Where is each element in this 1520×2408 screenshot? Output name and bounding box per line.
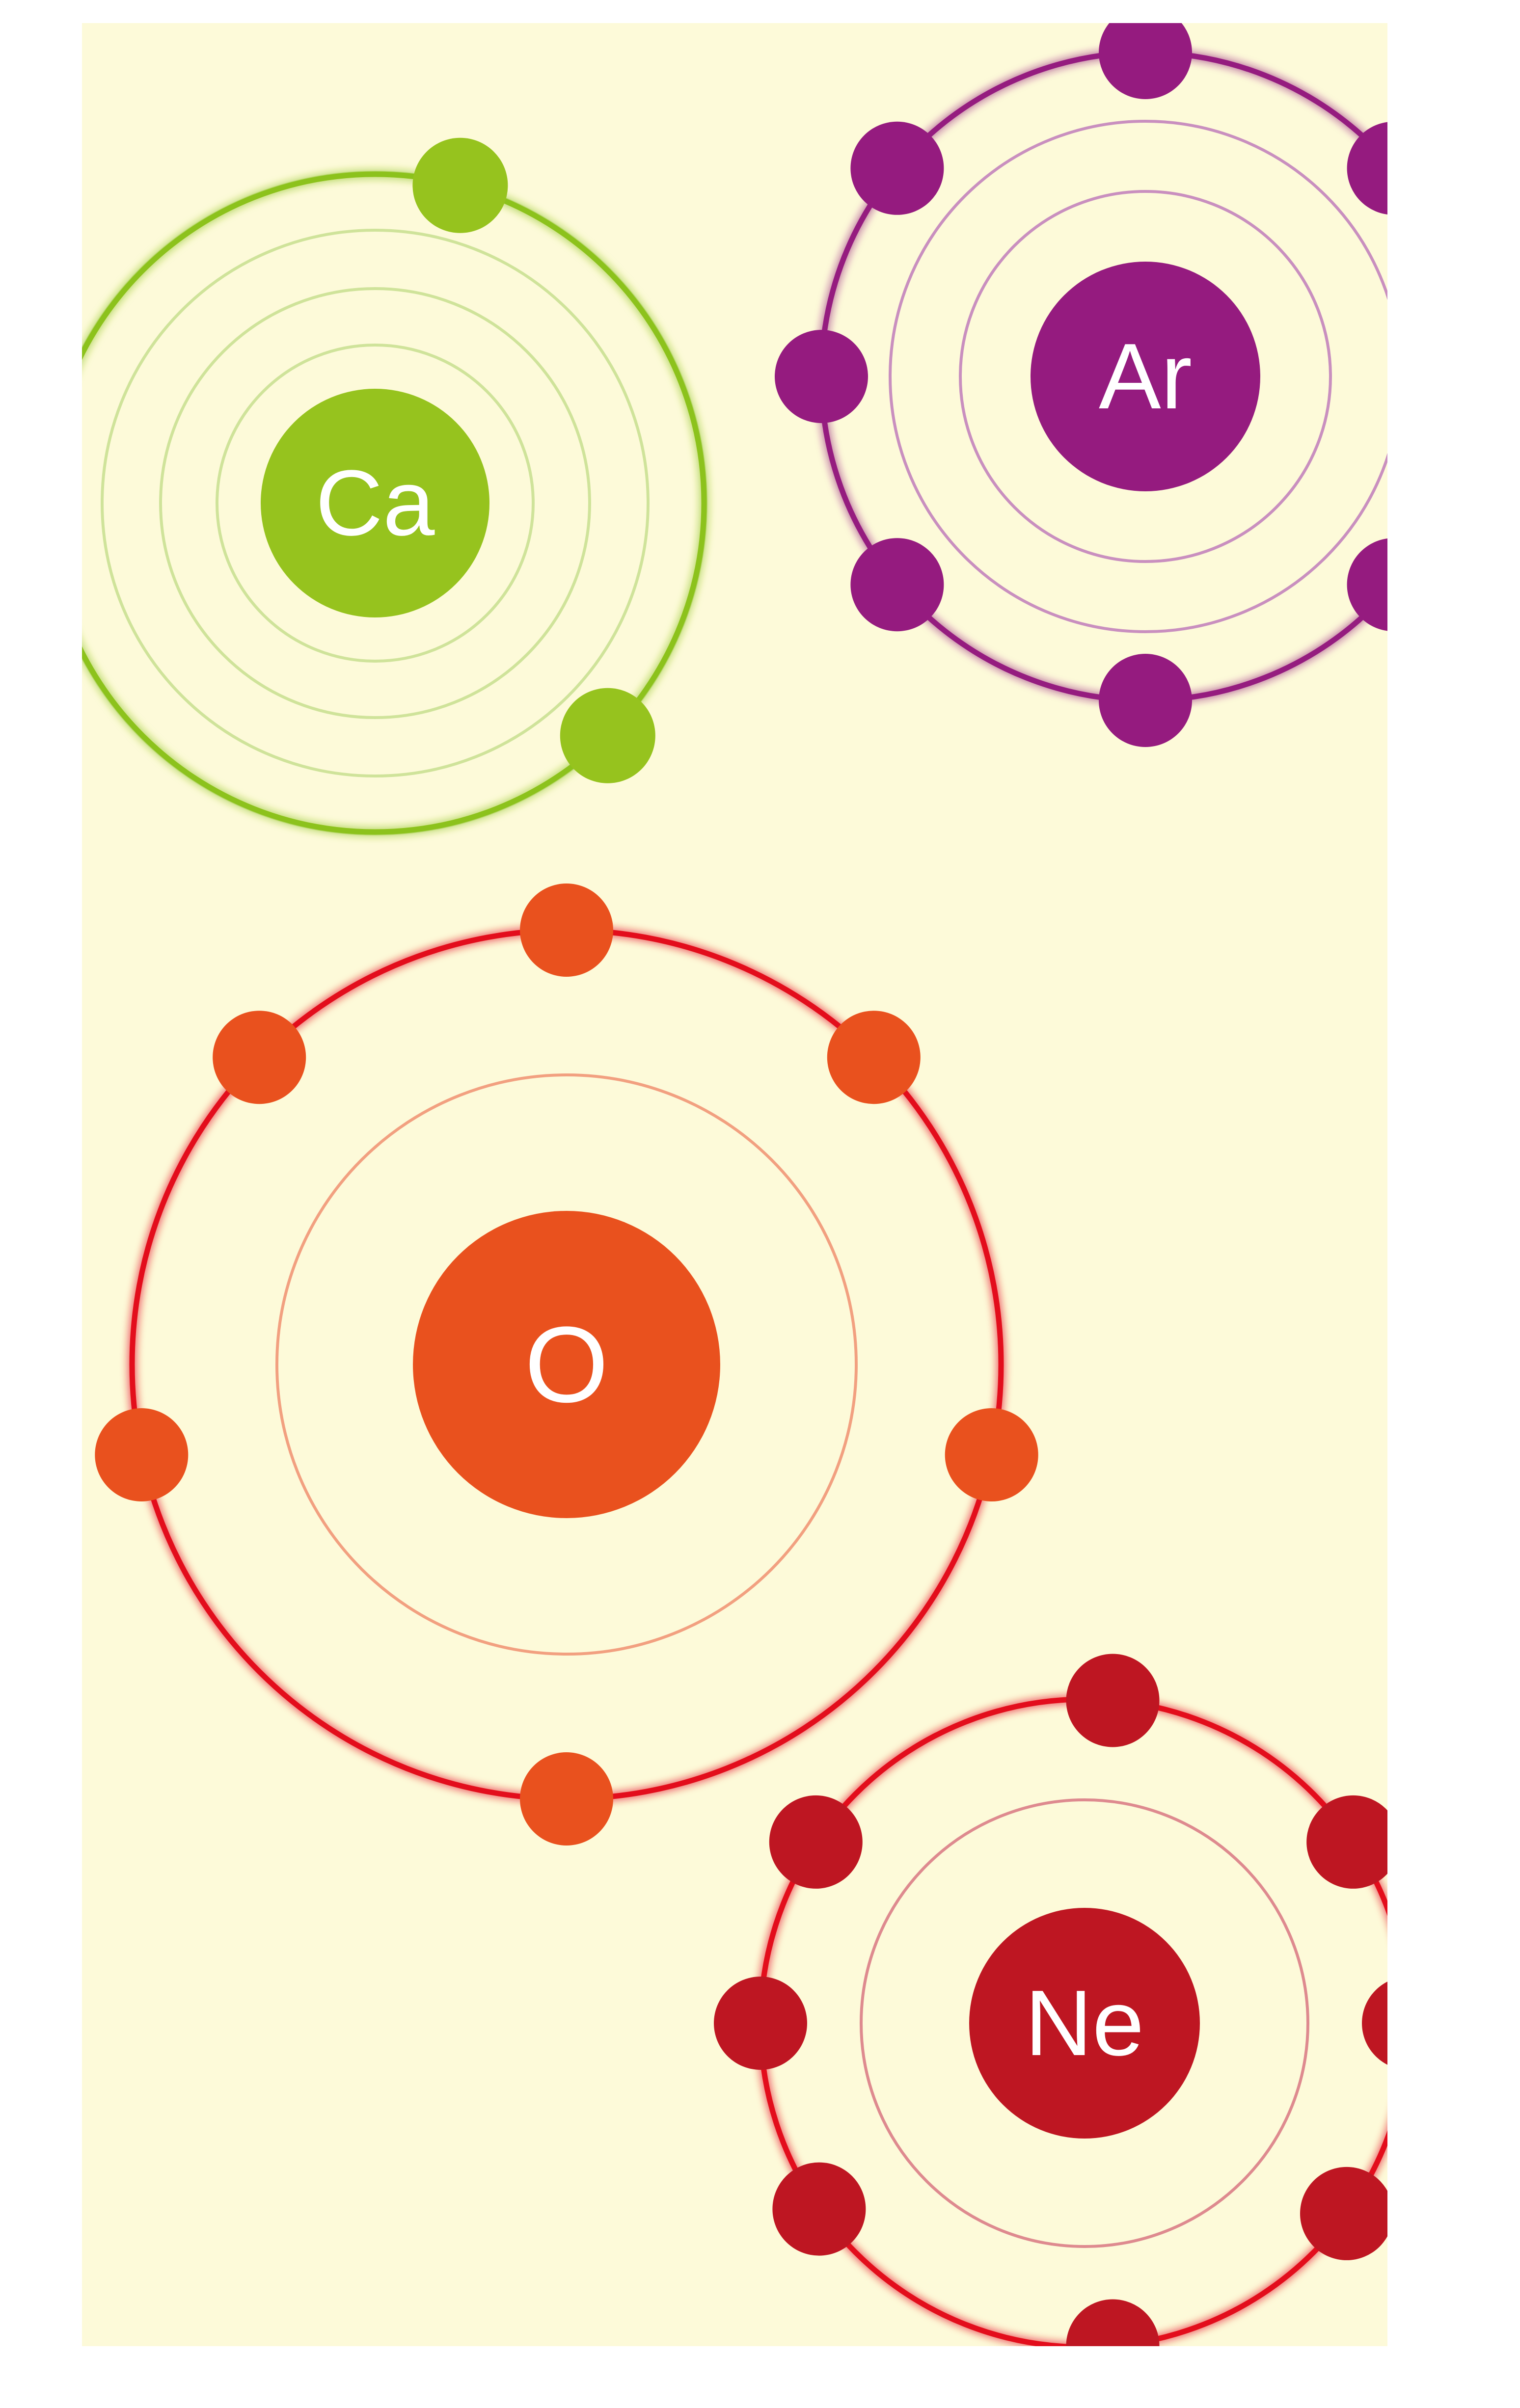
argon-symbol: Ar [1099,324,1192,428]
oxygen-nucleus [413,1211,720,1518]
neon-inner-shell [860,1798,1309,2248]
calcium-inner-shell [159,287,591,719]
neon-symbol: Ne [1025,1971,1144,2075]
calcium-valence-shell [82,171,707,835]
neon-electron [1362,1981,1387,2065]
atom-calcium: Ca [82,137,707,835]
atom-oxygen: O [95,883,1038,1846]
argon-electron [1347,538,1387,631]
oxygen-electron [520,1752,613,1846]
argon-electron [1099,654,1192,747]
neon-electron [1306,1795,1387,1889]
calcium-inner-shell [216,344,535,663]
oxygen-electron [520,883,613,977]
argon-electron [1099,23,1192,99]
oxygen-electron [827,1011,921,1104]
argon-inner-shell [959,190,1332,563]
neon-electron [772,2162,866,2256]
oxygen-electron [95,1408,189,1501]
argon-electron [775,330,868,423]
argon-nucleus [1031,262,1260,491]
atom-neon: Ne [714,1654,1387,2346]
calcium-electron [560,688,655,783]
neon-electron [1300,2167,1387,2260]
oxygen-electron [945,1408,1038,1501]
calcium-nucleus [261,389,489,617]
neon-electron [1066,1654,1160,1747]
oxygen-inner-shell [275,1073,858,1656]
calcium-symbol: Ca [316,451,435,555]
argon-electron [850,538,944,632]
atom-argon: Ar [775,23,1387,747]
neon-electron [714,1977,807,2070]
atom-diagrams: Ca ArO Ne [82,23,1387,2346]
oxygen-electron [213,1011,306,1104]
argon-electron [850,121,944,215]
oxygen-symbol: O [524,1304,608,1425]
neon-electron [1066,2299,1160,2346]
argon-electron [1347,122,1387,214]
neon-nucleus [969,1908,1200,2139]
calcium-electron [412,137,508,233]
neon-electron [769,1795,863,1889]
calcium-inner-shell [101,229,650,777]
argon-inner-shell [889,120,1387,633]
